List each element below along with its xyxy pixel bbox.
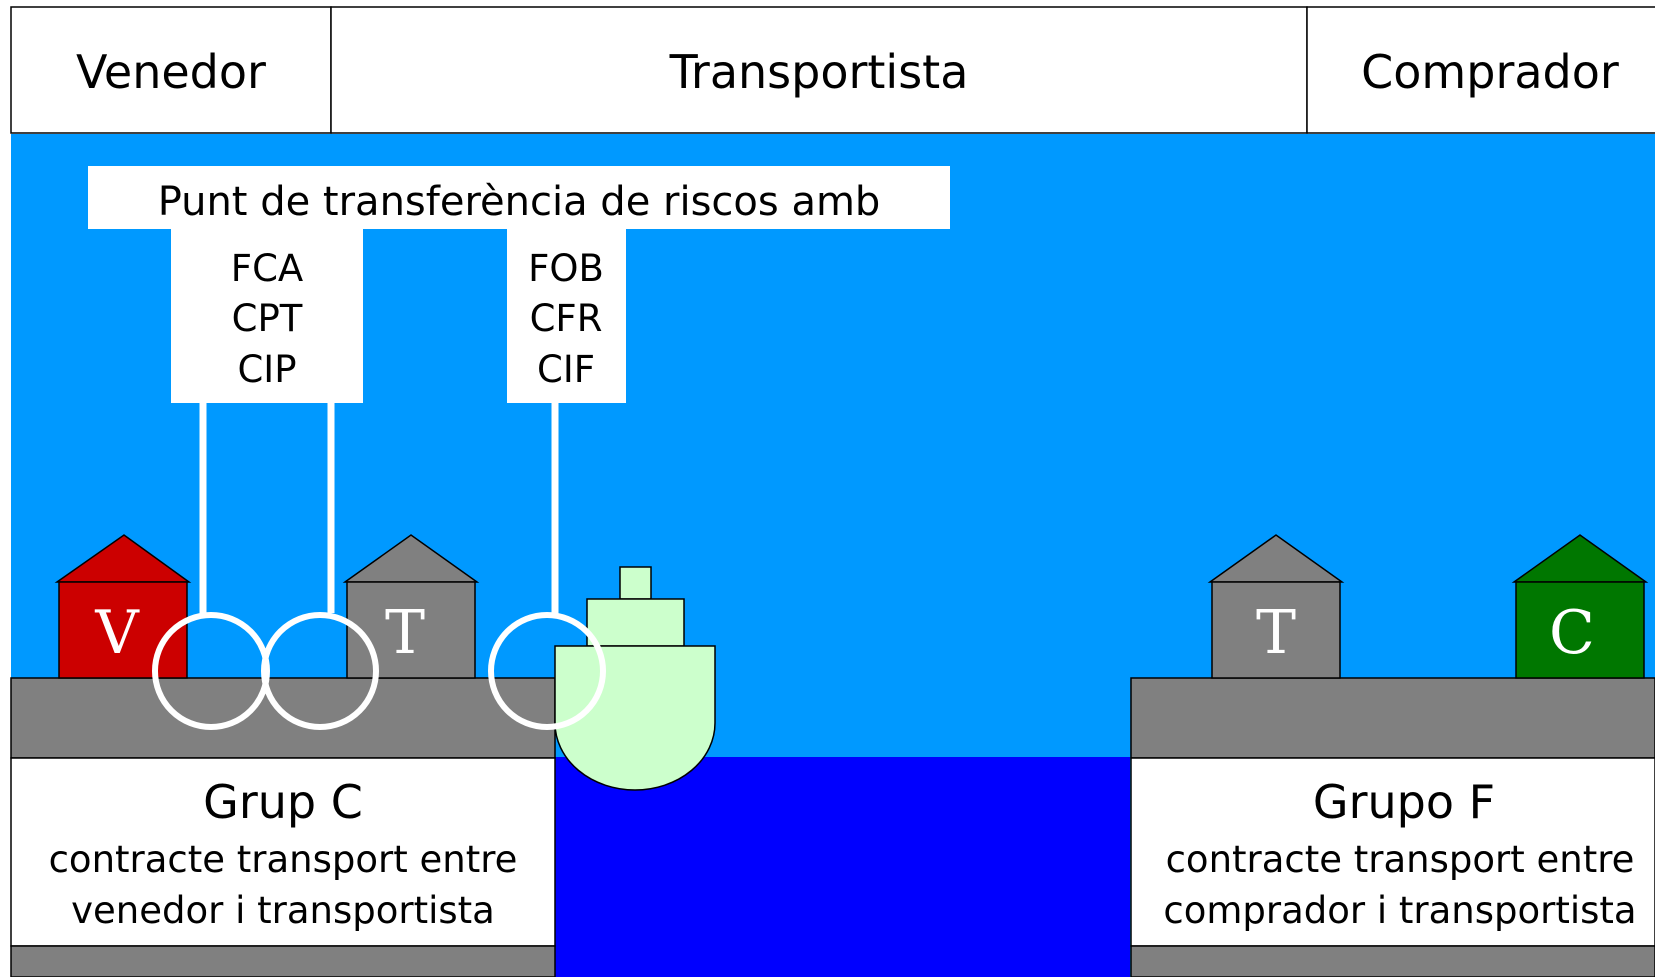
term-cpt: CPT [232,297,303,340]
buyer-house-letter: C [1549,598,1595,668]
header-seller-cell [10,6,332,134]
terms-box-one [171,229,363,403]
ground-bottom-left [10,945,556,977]
transfer-point-ship [488,612,606,730]
group-f-panel [1130,757,1655,947]
group-f-line2: comprador i transportista [1163,889,1636,932]
buyer-house-body [1515,581,1645,679]
ship-hull [554,645,716,791]
ship [554,566,716,791]
carrier-house-left-letter: T [385,598,425,668]
group-c-line1: contracte transport entre [49,838,518,881]
header-carrier-cell [330,6,1308,134]
ship-funnel [619,566,652,600]
header-buyer-cell [1306,6,1655,134]
carrier-house-right-letter: T [1256,598,1296,668]
seller-house-body [58,581,188,679]
ground-right [1130,677,1655,759]
header-carrier-label: Transportista [669,45,969,99]
header-buyer-label: Comprador [1361,45,1619,99]
term-fob: FOB [528,247,604,290]
group-c-title: Grup C [203,775,363,829]
terms-box-two [507,229,626,403]
ground-left [10,677,556,759]
carrier-house-right: T [1207,534,1345,679]
ship-cabin [586,598,685,647]
seller-house: V [54,534,192,679]
term-cip: CIP [237,348,296,391]
term-fca: FCA [231,247,303,290]
carrier-house-right-body [1211,581,1341,679]
group-f-line1: contracte transport entre [1166,838,1635,881]
term-cfr: CFR [530,297,603,340]
term-cif: CIF [537,348,595,391]
carrier-house-left: T [342,534,480,679]
transfer-point-carrier [261,612,379,730]
seller-house-letter: V [94,598,140,668]
carrier-house-left-body [346,581,476,679]
header-seller-label: Venedor [76,45,266,99]
buyer-house: C [1511,534,1649,679]
ground-bottom-right [1130,945,1655,977]
sea [555,757,1130,977]
risk-transfer-title: Punt de transferència de riscos amb [158,179,881,225]
group-f-title: Grupo F [1313,775,1495,829]
risk-transfer-title-box [88,166,950,229]
group-c-line2: venedor i transportista [71,889,495,932]
